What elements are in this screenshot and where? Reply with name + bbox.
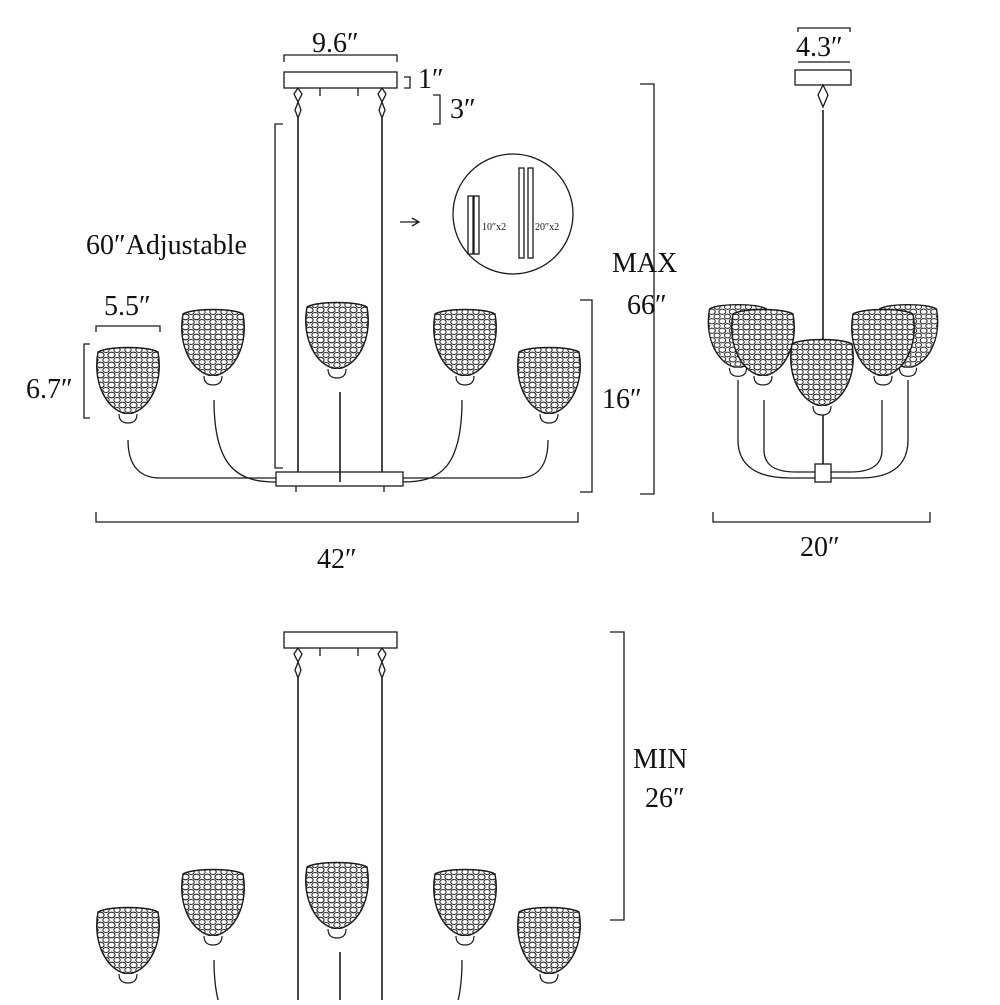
shade-right (433, 868, 497, 946)
max-label: MAX (612, 248, 678, 279)
right-chain-link-2 (378, 660, 386, 680)
arm-inner-right (456, 959, 463, 1005)
side-view (707, 69, 939, 483)
canopy-width-bracket (283, 54, 398, 62)
canopy-plate (283, 631, 398, 649)
body-height-bracket (580, 299, 593, 493)
min-height-bracket (610, 631, 625, 921)
canopy-plate (283, 71, 398, 89)
min-value-label: 26″ (645, 783, 685, 814)
shade-width-bracket (95, 325, 161, 332)
rods-detail (400, 153, 574, 275)
side-body (814, 463, 832, 483)
right-chain-link-2 (378, 100, 386, 120)
left-chain-link-2 (294, 660, 302, 680)
short-rod-b (473, 195, 480, 255)
rod-length-bracket (274, 123, 283, 469)
side-canopy (794, 69, 852, 86)
right-chain-link (377, 86, 387, 104)
short-rod-a (467, 195, 474, 255)
body-height-label: 16″ (602, 384, 642, 415)
long-rod-a (518, 167, 525, 259)
side-chain-link (817, 83, 829, 109)
shade-right (433, 308, 497, 386)
depth-label: 20″ (800, 532, 840, 563)
right-chain-link (377, 646, 387, 664)
mount-height-bracket (433, 94, 441, 125)
side-outer-arm (737, 380, 909, 479)
shade-height-bracket (83, 343, 90, 419)
short-rod-label: 10″x2 (482, 222, 507, 233)
canopy-height-bracket (404, 76, 411, 89)
max-front-view (96, 71, 581, 492)
arm-outer-left (127, 439, 276, 479)
rod-length-label: 60″Adjustable (86, 230, 247, 261)
shade-far-right (517, 906, 581, 984)
shade-far-right (517, 346, 581, 424)
canopy-width-label: 9.6″ (312, 28, 359, 59)
long-rod-b (527, 167, 534, 259)
mount-height-label: 3″ (450, 94, 476, 125)
shade-width-label: 5.5″ (104, 291, 151, 322)
shade-left (181, 308, 245, 386)
side-shade-center (790, 338, 854, 416)
arm-outer-right (403, 439, 549, 479)
min-front-view (96, 631, 581, 1005)
max-value-label: 66″ (627, 290, 667, 321)
arm-inner-left (213, 399, 277, 483)
shade-center (305, 301, 369, 379)
max-height-bracket (640, 83, 655, 495)
detail-arrow-head (411, 217, 421, 227)
left-chain-link-2 (294, 100, 302, 120)
left-chain-link (293, 646, 303, 664)
side-canopy-bracket (797, 27, 851, 32)
shade-left (181, 868, 245, 946)
shade-height-label: 6.7″ (26, 374, 73, 405)
long-rod-label: 20″x2 (535, 222, 560, 233)
shade-far-left (96, 906, 160, 984)
dimension-lines (83, 27, 931, 921)
arm-inner-right (402, 399, 463, 483)
shade-center (305, 861, 369, 939)
min-label: MIN (633, 744, 688, 775)
rods-detail-circle (452, 153, 574, 275)
canopy-height-label: 1″ (418, 64, 444, 95)
left-chain-link (293, 86, 303, 104)
total-width-bracket (95, 512, 579, 523)
arm-inner-left (213, 959, 221, 1005)
shade-far-left (96, 346, 160, 424)
total-width-label: 42″ (317, 544, 357, 575)
side-depth-bracket (712, 512, 931, 523)
canopy-depth-label: 4.3″ (796, 32, 843, 63)
